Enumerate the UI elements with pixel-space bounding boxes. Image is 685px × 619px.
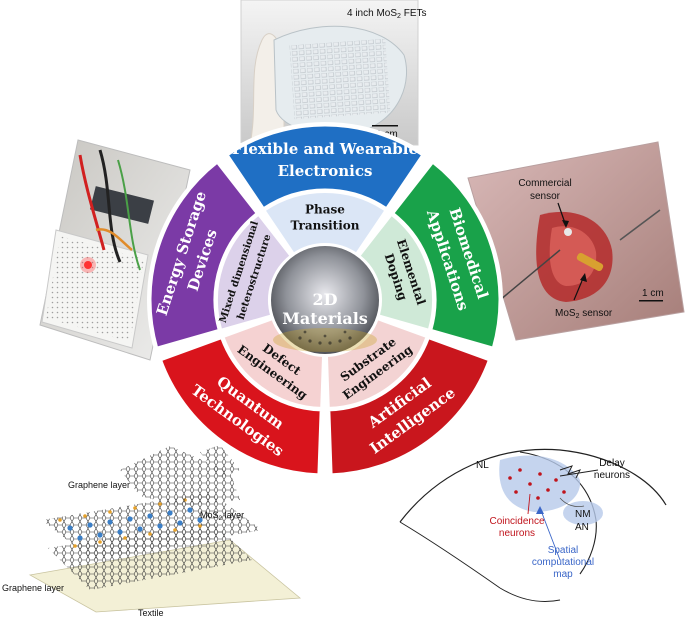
photo-top-title: 4 inch MoS2 FETs: [347, 8, 427, 20]
label-nm: NM: [575, 509, 591, 520]
label-spatial-3: map: [553, 569, 573, 580]
application-wheel: Flexible and WearableElectronicsBiomedic…: [147, 122, 503, 478]
label-textile: Textile: [138, 608, 164, 618]
center-title-line2: Materials: [282, 309, 368, 328]
center-title-line1: 2D: [312, 290, 337, 309]
label-spatial-2: computational: [532, 557, 594, 568]
segment-flexible-electronics-label-1: Flexible and Wearable: [232, 140, 418, 158]
label-spatial-1: Spatial: [548, 545, 579, 556]
neural-coincidence-map: NL Delay neurons Coincidence neurons NM …: [399, 448, 667, 602]
label-graphene-bottom: Graphene layer: [2, 583, 64, 593]
label-nl: NL: [476, 460, 489, 471]
graphene-mos2-heterostructure: Graphene layer MoS2 layer Graphene layer…: [2, 445, 302, 618]
center-disc: 2D Materials: [271, 246, 379, 354]
label-coincidence-1: Coincidence: [489, 516, 544, 527]
inner-phase-transition-label-2: Transition: [290, 219, 359, 233]
label-delay-2: neurons: [594, 470, 630, 481]
inner-phase-transition-label-1: Phase: [305, 203, 345, 217]
inner-ring: PhaseTransitionElementalDopingSubstrateE…: [216, 191, 434, 409]
label-graphene-top: Graphene layer: [68, 480, 130, 490]
segment-flexible-electronics-label-2: Electronics: [278, 162, 373, 180]
photo-right-mos2-label: MoS2 sensor: [555, 308, 613, 320]
photo-right-commercial-label: Commercial: [518, 178, 571, 189]
photo-right-scale: 1 cm: [642, 288, 664, 299]
photo-right-commercial-label-2: sensor: [530, 191, 561, 202]
outer-ring: Flexible and WearableElectronicsBiomedic…: [148, 123, 502, 477]
label-an: AN: [575, 522, 589, 533]
label-mos2-layer: MoS2 layer: [200, 510, 244, 522]
label-delay-1: Delay: [599, 458, 625, 469]
label-coincidence-2: neurons: [499, 528, 535, 539]
